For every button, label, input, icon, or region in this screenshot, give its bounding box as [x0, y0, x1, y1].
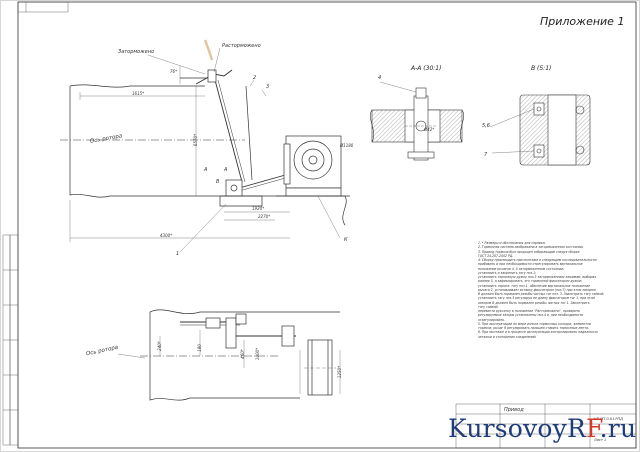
note-line: размер 5, и зафиксировать, его тормозной… — [478, 279, 583, 284]
mark-b: В — [216, 179, 220, 185]
note-line: В должен быть нормален резьбы чистых тяг… — [478, 292, 605, 296]
dim-1920: 1920* — [252, 206, 265, 211]
dim-460: 460* — [239, 349, 245, 359]
view-b — [489, 94, 591, 166]
position-4: 4 — [378, 75, 382, 81]
position-3: 3 — [266, 84, 270, 90]
released-handle-sketch — [203, 39, 214, 61]
note-line: тормоза, рычаг 6 регулировать пальцем ст… — [478, 326, 589, 330]
note-line: отрегулировать. — [478, 317, 506, 322]
note-line: 2. Тормозная система изображена в заторм… — [478, 245, 584, 250]
note-line: 4. Сборку производить при монтаже в след… — [478, 258, 598, 262]
dim-1000: 1000* — [255, 347, 261, 361]
dim-2270: 2270* — [258, 214, 271, 219]
note-line: 1. * Размеры и обозначения для справки. — [478, 241, 546, 245]
dim-6570: 6570* — [193, 133, 199, 147]
dim-240: 240* — [156, 341, 162, 351]
dim-4300: 4300* — [160, 233, 173, 238]
position-7: 7 — [484, 152, 488, 158]
note-line: положение рычагов 4, 5 заторможенном сос… — [478, 266, 565, 271]
technical-notes: 1. * Размеры и обозначения для справки.2… — [478, 241, 628, 339]
mark-a: А — [224, 167, 228, 173]
note-line: установить и закрепить тягу поз.1; — [478, 270, 537, 275]
binding-strip — [2, 234, 19, 446]
label-closed: Заторможено — [118, 49, 155, 55]
dim-d42: Ø42* — [424, 127, 435, 132]
mark-a-2: А — [204, 167, 208, 173]
dim-1250: 1250* — [337, 365, 343, 379]
code-box — [17, 1, 69, 13]
title-block-doc-code: КП.МТ.0.01.РПД — [594, 417, 623, 421]
note-line: зазором В должен быть нормален резьбы чи… — [478, 300, 590, 305]
title-block-sheet: Лист 1 — [594, 438, 607, 442]
title-block-doc-name: Привод — [504, 407, 524, 413]
note-line: установить тормоз: тягу поз.1, обеспечив… — [478, 283, 590, 288]
note-line: 3. Привод тормоза был продоцен собирающи… — [478, 249, 580, 254]
note-line: 5. При эксплуатации по мере износа тормо… — [478, 321, 591, 326]
label-released: Расторможено — [222, 43, 261, 49]
note-line: рычага 2, устанавливает вставку фиксатор… — [478, 287, 596, 292]
note-line: установить тормозную дужку поз.3 затормо… — [478, 275, 597, 279]
note-line: регулируемые зазоры установлены поз.4 и,… — [478, 313, 584, 318]
position-1: 1 — [176, 251, 180, 257]
plan-view — [117, 309, 341, 401]
position-5-6: 5,6 — [482, 123, 490, 129]
note-line: прибавить и при необходимости отрегулиро… — [478, 262, 583, 267]
view-b-caption: В (5:1) — [531, 65, 552, 72]
note-line: затяжки и стопорения соединений. — [478, 334, 537, 339]
note-line: перевести рукоятку в положение "Растормо… — [478, 309, 581, 313]
dim-1615: 1615* — [132, 91, 145, 96]
main-view — [60, 47, 350, 253]
note-line: установить тягу поз.3 регулируя ее длину… — [478, 296, 595, 301]
sheet-title: Приложение 1 — [540, 15, 625, 28]
section-a-a — [370, 81, 464, 161]
note-line: 6. При монтаже и в процессе эксплуатации… — [478, 330, 599, 335]
watermark-logo: KursovoyRF.ru — [448, 414, 637, 443]
dim-76: 76* — [170, 69, 178, 74]
mark-k: К — [344, 237, 348, 243]
dim-180: 180 — [196, 344, 202, 352]
inner-frame — [17, 1, 637, 449]
section-a-a-caption: А-А (30:1) — [411, 65, 442, 72]
note-line: ГОСТ 24.207-2002 РД. — [478, 253, 514, 258]
title-block — [455, 403, 637, 449]
note-line: тягу гайкой; — [478, 304, 499, 309]
dim-d1180: Ø1180 — [340, 143, 354, 148]
position-2: 2 — [253, 75, 257, 81]
